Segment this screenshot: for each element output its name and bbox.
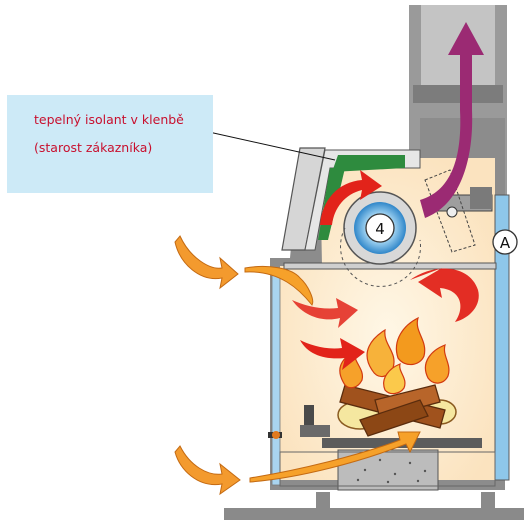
flame-icon <box>339 316 450 395</box>
point-a-label: A <box>500 234 511 252</box>
callout-text-line1: tepelný isolant v klenbě <box>34 112 184 127</box>
flue-exhaust-arrow <box>420 22 484 218</box>
arrow-icon <box>244 265 314 306</box>
baffle-plate <box>283 262 497 270</box>
lower-chamber <box>279 451 496 487</box>
log-icon <box>337 384 457 437</box>
leg-left <box>316 492 330 510</box>
front-glass <box>271 269 281 486</box>
ash-dots <box>348 458 427 484</box>
callout-text-line2: (starost zákazníka) <box>34 140 153 155</box>
damper-mechanism <box>424 169 493 253</box>
hot-air-arrows <box>292 170 479 370</box>
floor-slab <box>224 508 524 520</box>
callout-box <box>7 95 213 193</box>
arrow-icon <box>410 268 479 322</box>
air-lever <box>268 405 330 439</box>
arrow-icon <box>292 298 358 328</box>
arrow-icon <box>300 338 365 370</box>
flue-collar <box>413 85 503 103</box>
glass-panel <box>494 194 510 481</box>
fan-number-label: 4 <box>375 220 385 238</box>
insulation-green <box>332 155 405 172</box>
arrow-icon <box>174 235 239 290</box>
arrow-icon <box>320 170 382 225</box>
fan-icon: 4 <box>343 191 417 265</box>
leg-right <box>481 492 495 510</box>
arrow-icon <box>174 445 241 496</box>
arrow-icon <box>249 431 421 483</box>
incoming-air-arrows <box>174 235 421 496</box>
point-a-marker: A <box>492 229 518 255</box>
